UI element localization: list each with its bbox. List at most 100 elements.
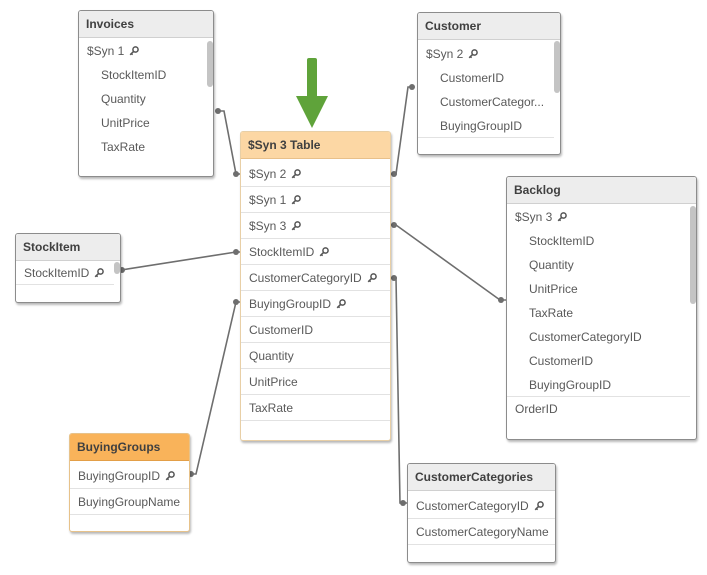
field-row[interactable]: Quantity	[507, 253, 690, 277]
scrollbar[interactable]	[114, 262, 120, 274]
field-name: CustomerCategor...	[440, 95, 545, 109]
field-name: $Syn 3	[515, 210, 553, 224]
key-icon	[534, 501, 544, 511]
field-name: BuyingGroupID	[249, 297, 332, 311]
field-name: StockItemID	[249, 245, 315, 259]
field-row[interactable]: BuyingGroupID	[418, 114, 554, 138]
field-row[interactable]: TaxRate	[79, 135, 207, 159]
table-title: CustomerCategories	[408, 464, 555, 491]
table-customercategories[interactable]: CustomerCategories CustomerCategoryID Cus…	[407, 463, 556, 563]
link-dot	[215, 108, 221, 114]
key-icon	[367, 273, 377, 283]
key-icon	[468, 49, 479, 59]
field-row[interactable]: $Syn 1	[79, 39, 207, 63]
field-row[interactable]: UnitPrice	[241, 369, 390, 395]
table-title: Invoices	[79, 11, 213, 38]
link-stockitem-syn3	[120, 251, 240, 271]
key-icon	[291, 221, 302, 231]
table-syn3[interactable]: $Syn 3 Table $Syn 2 $Syn 1$Syn 3 StockItem…	[240, 131, 391, 441]
field-name: BuyingGroupID	[78, 469, 161, 483]
link-dot	[233, 299, 239, 305]
field-row[interactable]: UnitPrice	[79, 111, 207, 135]
link-dot	[391, 222, 397, 228]
link-dot	[233, 249, 239, 255]
field-row[interactable]: $Syn 2	[241, 161, 390, 187]
link-dot	[391, 275, 397, 281]
field-name: CustomerID	[440, 71, 505, 85]
field-row[interactable]: BuyingGroupID	[507, 373, 690, 397]
field-row[interactable]: CustomerCategoryID	[241, 265, 390, 291]
field-row[interactable]: StockItemID	[507, 229, 690, 253]
field-row[interactable]: BuyingGroupID	[70, 463, 189, 489]
link-syn3-customercategories	[390, 277, 408, 504]
link-dot	[400, 500, 406, 506]
scrollbar[interactable]	[207, 41, 213, 87]
table-stockitem[interactable]: StockItem StockItemID	[15, 233, 121, 303]
key-icon	[336, 299, 346, 309]
field-row[interactable]: CustomerCategor...	[418, 90, 554, 114]
field-row[interactable]: CustomerID	[507, 349, 690, 373]
table-title: StockItem	[16, 234, 120, 261]
field-row[interactable]: CustomerCategoryName	[408, 519, 555, 545]
key-icon	[94, 268, 105, 278]
field-row[interactable]: StockItemID	[79, 63, 207, 87]
field-name: StockItemID	[24, 266, 90, 280]
key-icon	[319, 247, 330, 257]
field-row[interactable]: UnitPrice	[507, 277, 690, 301]
field-row[interactable]: $Syn 1	[241, 187, 390, 213]
link-dot	[498, 297, 504, 303]
field-name: $Syn 2	[426, 47, 464, 61]
field-row[interactable]: BuyingGroupID	[241, 291, 390, 317]
field-row[interactable]: CustomerCategoryID	[507, 325, 690, 349]
key-icon	[291, 195, 302, 205]
field-name: Quantity	[529, 258, 574, 272]
field-name: CustomerCategoryID	[416, 499, 529, 513]
field-name: CustomerCategoryID	[249, 271, 362, 285]
field-name: CustomerCategoryName	[416, 525, 549, 539]
scrollbar[interactable]	[690, 206, 696, 304]
field-name: BuyingGroupID	[529, 378, 612, 392]
field-name: $Syn 2	[249, 167, 287, 181]
field-name: CustomerID	[529, 354, 594, 368]
field-name: UnitPrice	[249, 375, 298, 389]
link-dot	[233, 171, 239, 177]
table-title: Customer	[418, 13, 560, 40]
field-row[interactable]: StockItemID	[16, 261, 114, 285]
field-row[interactable]: $Syn 3	[241, 213, 390, 239]
field-row[interactable]: OrderID	[507, 397, 690, 421]
table-title: $Syn 3 Table	[241, 132, 390, 159]
field-row[interactable]: CustomerID	[241, 317, 390, 343]
field-name: TaxRate	[249, 401, 294, 415]
field-row[interactable]: TaxRate	[507, 301, 690, 325]
scrollbar[interactable]	[554, 41, 560, 93]
field-name: StockItemID	[529, 234, 595, 248]
link-buyinggroups-syn3	[190, 301, 240, 475]
field-name: OrderID	[515, 402, 558, 416]
field-name: Quantity	[101, 92, 146, 106]
table-buyinggroups[interactable]: BuyingGroups BuyingGroupID BuyingGroupNam…	[69, 433, 190, 532]
field-name: TaxRate	[529, 306, 574, 320]
link-dot	[409, 84, 415, 90]
table-customer[interactable]: Customer $Syn 2 CustomerID CustomerCategor…	[417, 12, 561, 155]
link-customer-syn3	[390, 86, 413, 175]
link-invoices-syn3	[217, 110, 240, 175]
field-row[interactable]: StockItemID	[241, 239, 390, 265]
field-name: UnitPrice	[101, 116, 150, 130]
field-name: CustomerID	[249, 323, 314, 337]
link-dot	[391, 171, 397, 177]
field-row[interactable]: Quantity	[241, 343, 390, 369]
field-row[interactable]: Quantity	[79, 87, 207, 111]
field-row[interactable]: CustomerID	[418, 66, 554, 90]
link-syn3-backlog	[390, 224, 506, 301]
field-row[interactable]: CustomerCategoryID	[408, 493, 555, 519]
field-row[interactable]: $Syn 2	[418, 42, 554, 66]
key-icon	[557, 212, 568, 222]
field-row[interactable]: $Syn 3	[507, 205, 690, 229]
field-row[interactable]: TaxRate	[241, 395, 390, 421]
field-name: BuyingGroupID	[440, 119, 523, 133]
field-name: Quantity	[249, 349, 294, 363]
table-title: BuyingGroups	[70, 434, 189, 461]
field-row[interactable]: BuyingGroupName	[70, 489, 189, 515]
